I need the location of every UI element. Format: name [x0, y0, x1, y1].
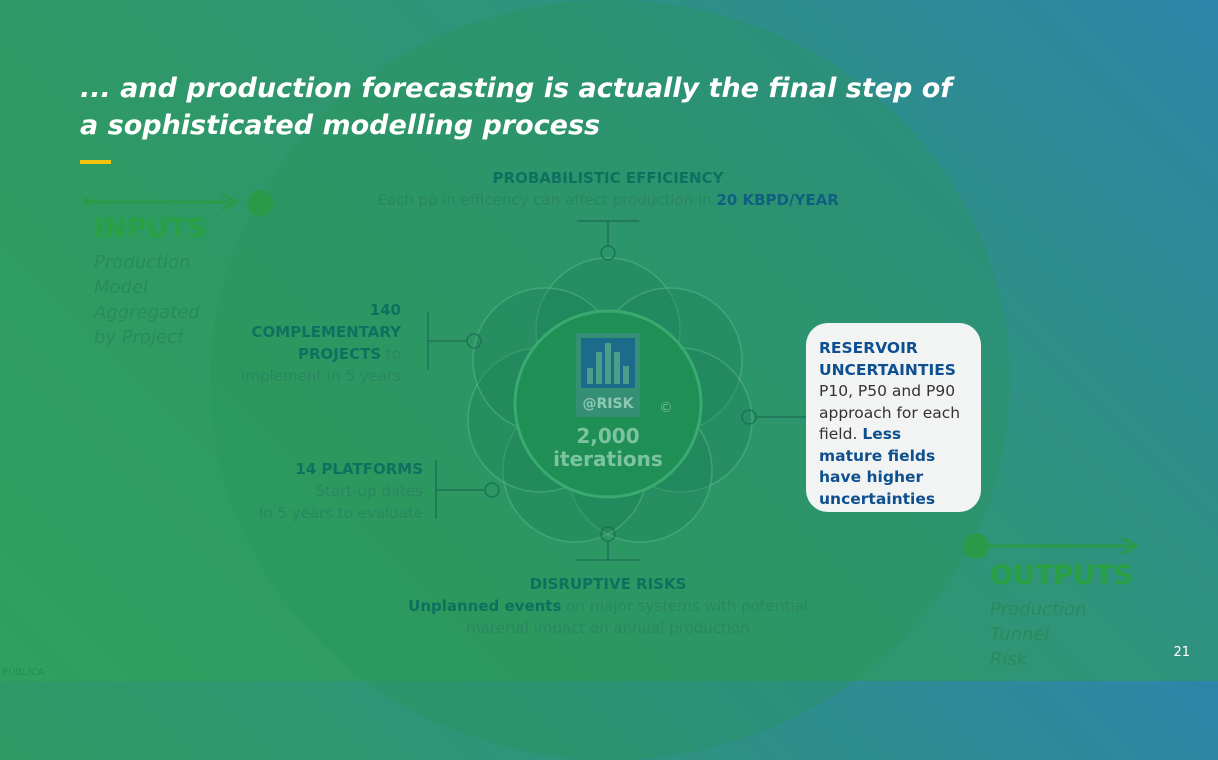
copyright-icon: © [659, 400, 673, 416]
accent-bar [80, 160, 111, 164]
efficiency-block: PROBABILISTIC EFFICIENCY Each pp in effi… [377, 169, 839, 209]
inputs-heading: INPUTS [94, 213, 207, 244]
page-title: ... and production forecasting is actual… [80, 73, 953, 141]
risk-logo-label: @RISK [582, 396, 634, 412]
page-number: 21 [1173, 645, 1190, 660]
diagram-lines [83, 190, 1140, 561]
risk-logo-icon [576, 333, 640, 417]
classification-label: PÚBLICA [2, 667, 45, 678]
outputs-heading: OUTPUTS [990, 560, 1133, 591]
risks-block: DISRUPTIVE RISKS Unplanned events on maj… [408, 575, 808, 637]
